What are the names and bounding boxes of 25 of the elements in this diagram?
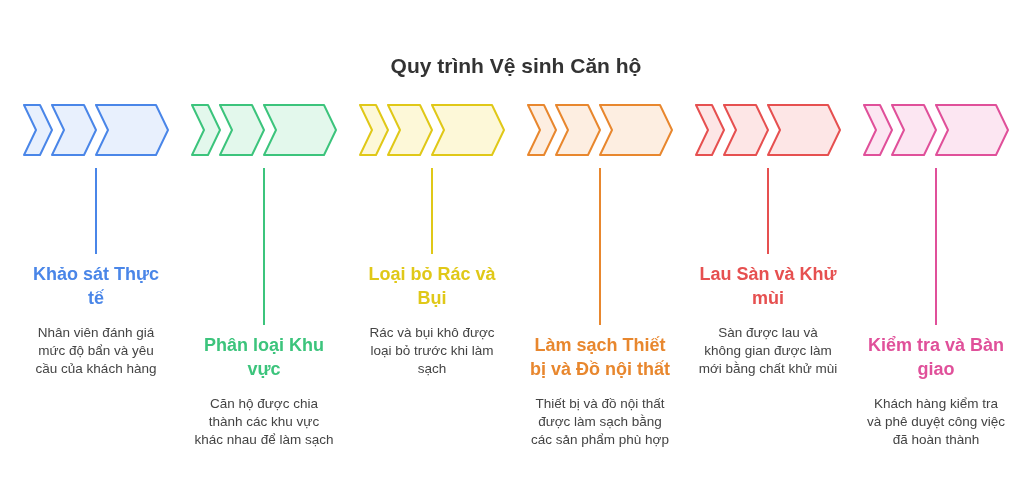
diagram-title: Quy trình Vệ sinh Căn hộ <box>389 54 643 78</box>
step-description: Căn hộ được chia thành các khu vực khác nhau để làm sạch <box>194 395 334 449</box>
chevron-arrows-icon <box>23 104 169 156</box>
connector-line <box>95 167 97 255</box>
step-description: Nhân viên đánh giá mức độ bẩn và yêu cầu của khách hàng <box>34 324 158 378</box>
connector-line <box>599 167 601 326</box>
step-description: Sàn được lau và không gian được làm mới bằng chất khử mùi <box>698 324 838 378</box>
step-title: Khảo sát Thực tế <box>31 263 161 310</box>
chevron-arrows-icon <box>191 104 337 156</box>
step-description: Khách hàng kiểm tra và phê duyệt công việc đã hoàn thành <box>866 395 1006 449</box>
connector-line <box>767 167 769 255</box>
step-title: Lau Sàn và Khử mùi <box>698 263 838 310</box>
step-description: Rác và bụi khô được loại bỏ trước khi làm sạch <box>368 324 496 378</box>
chevron-arrows-icon <box>359 104 505 156</box>
step-title: Phân loại Khu vực <box>203 334 325 381</box>
chevron-arrows-icon <box>527 104 673 156</box>
chevron-arrows-icon <box>863 104 1009 156</box>
step-description: Thiết bị và đồ nội thất được làm sạch bằng các sản phẩm phù hợp <box>530 395 670 449</box>
connector-line <box>935 167 937 326</box>
step-title: Kiểm tra và Bàn giao <box>866 334 1006 381</box>
step-title: Loại bỏ Rác và Bụi <box>367 263 497 310</box>
connector-line <box>263 167 265 326</box>
step-title: Làm sạch Thiết bị và Đồ nội thất <box>530 334 670 381</box>
connector-line <box>431 167 433 255</box>
chevron-arrows-icon <box>695 104 841 156</box>
